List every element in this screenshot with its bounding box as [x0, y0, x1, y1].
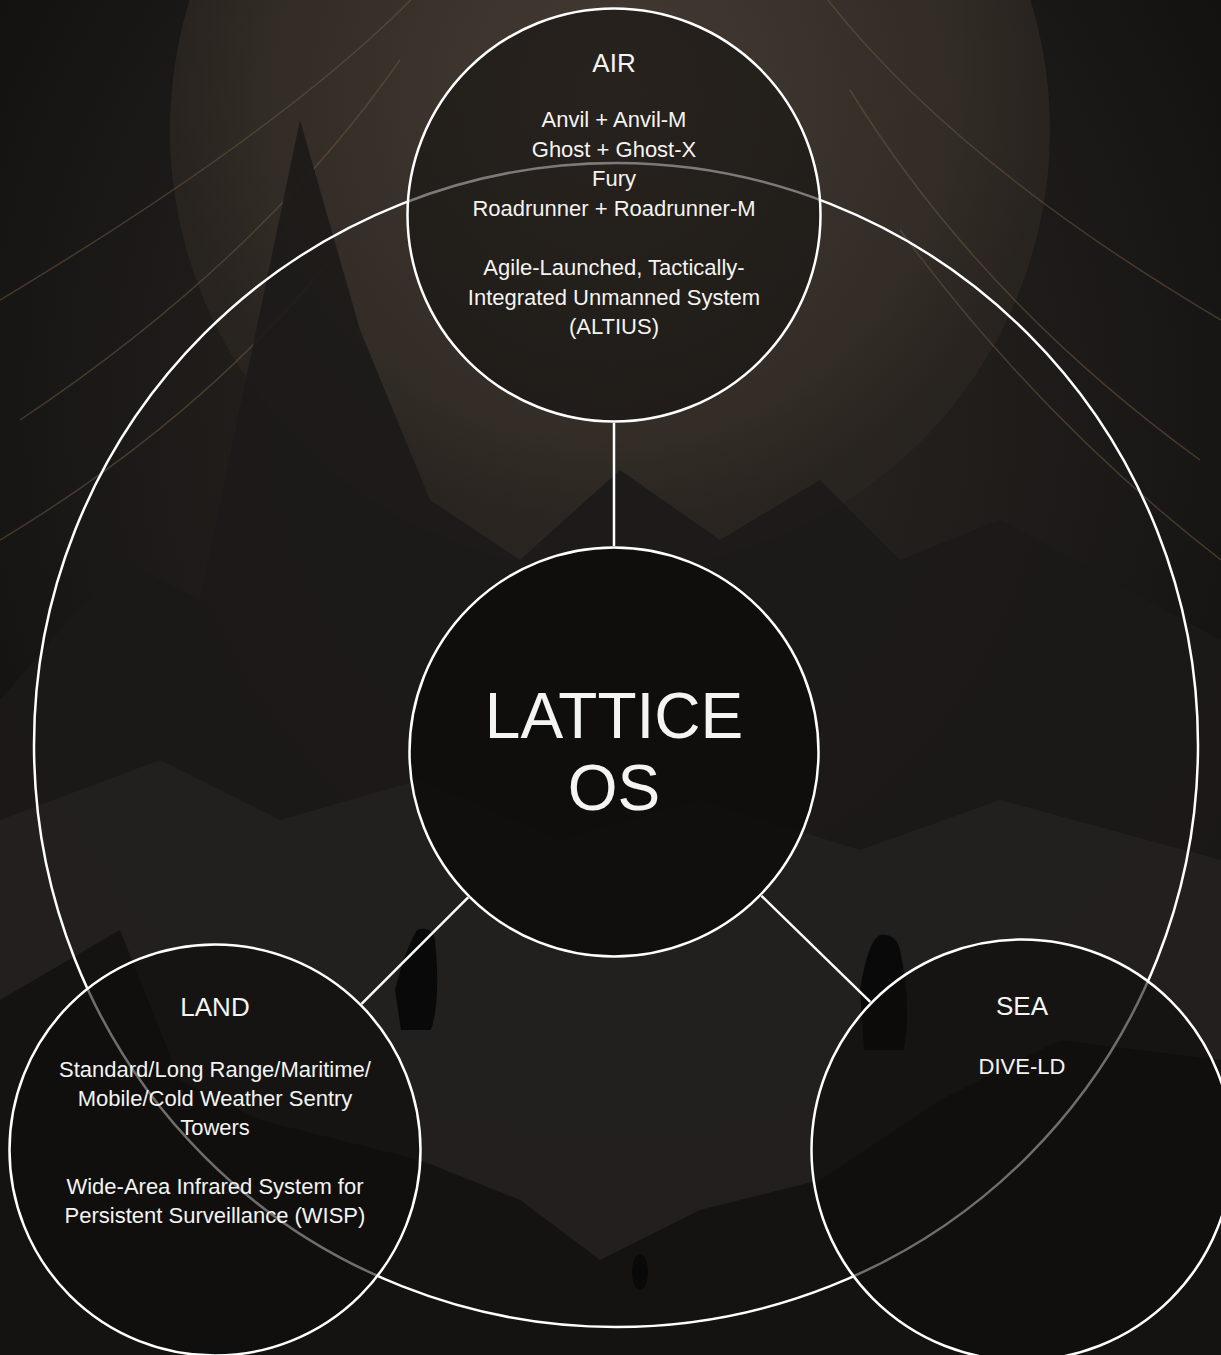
circle-border: [10, 945, 421, 1355]
circle-border: [812, 940, 1221, 1355]
domain-circle: LAND Standard/Long Range/Maritime/ Mobile…: [8, 943, 422, 1355]
node-body-text: Roadrunner + Roadrunner-M: [439, 194, 789, 224]
node-heading: LAND: [50, 991, 380, 1023]
node-heading: AIR: [439, 47, 789, 79]
node-heading: LATTICE OS: [464, 680, 764, 824]
core-circle: LATTICE OS: [408, 546, 820, 958]
node-body-text: Wide-Area Infrared System for Persistent…: [50, 1172, 380, 1230]
circle-border: [408, 9, 821, 422]
node-body-text: Fury: [439, 164, 789, 194]
node-body-text: Standard/Long Range/Maritime/ Mobile/Col…: [50, 1055, 380, 1142]
connector-line: [761, 896, 870, 1002]
node-heading: SEA: [872, 990, 1172, 1022]
connector-line: [613, 423, 616, 546]
domain-circle: AIR Anvil + Anvil-MGhost + Ghost-XFuryRoa…: [406, 7, 822, 423]
node-body-text: Ghost + Ghost-X: [439, 135, 789, 165]
circle-border: [410, 548, 819, 957]
node-body-text: DIVE-LD: [872, 1052, 1172, 1081]
node-body-text: Agile-Launched, Tactically-Integrated Un…: [439, 253, 789, 342]
connector-line: [362, 897, 469, 1003]
node-body-text: Anvil + Anvil-M: [439, 105, 789, 135]
domain-circle: SEA DIVE-LD: [810, 938, 1221, 1355]
